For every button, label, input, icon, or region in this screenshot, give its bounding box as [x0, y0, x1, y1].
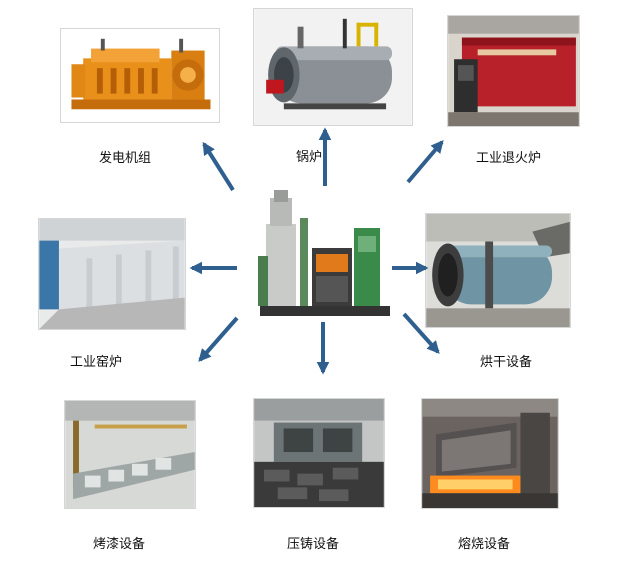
melting-furnace-photo	[421, 398, 559, 509]
melting-furnace-icon	[422, 399, 558, 508]
drying-drum-icon	[426, 214, 570, 327]
label-kiln: 工业窑炉	[70, 355, 123, 370]
annealing-furnace-photo	[447, 15, 580, 127]
diesel-generator-icon	[61, 29, 219, 122]
kiln-photo	[38, 218, 186, 330]
boiler-icon	[254, 9, 412, 125]
die-casting-photo	[253, 398, 385, 508]
label-painting: 烤漆设备	[93, 537, 146, 552]
label-casting: 压铸设备	[287, 537, 340, 552]
label-melting: 熔烧设备	[458, 537, 511, 552]
generator-unit-icon	[256, 188, 394, 328]
paint-line-icon	[65, 401, 195, 508]
annealing-furnace-icon	[448, 16, 579, 126]
label-annealing: 工业退火炉	[476, 151, 542, 166]
dryer-photo	[425, 213, 571, 328]
label-boiler: 锅炉	[296, 150, 323, 165]
generator-photo	[60, 28, 220, 123]
arrow-to-kiln-lower	[198, 316, 239, 362]
label-generator: 发电机组	[99, 151, 152, 166]
arrow-to-annealing	[406, 140, 444, 184]
die-casting-icon	[254, 399, 384, 507]
center-generator-photo	[256, 188, 394, 328]
kiln-icon	[39, 219, 185, 329]
label-dryer: 烘干设备	[480, 355, 533, 370]
paint-line-photo	[64, 400, 196, 509]
arrow-to-generator	[202, 141, 235, 192]
boiler-photo	[253, 8, 413, 126]
